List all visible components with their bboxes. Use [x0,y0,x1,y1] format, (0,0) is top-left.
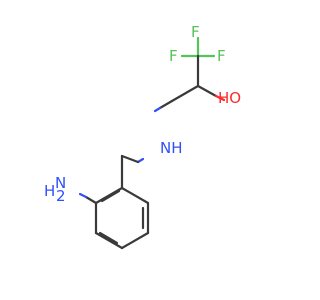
ring-bond-3 [120,231,150,250]
atom-f-top: F [191,23,200,41]
ring-bond-6 [94,186,124,205]
bond-nh2-part [78,192,88,199]
bond-n-part-1 [153,106,162,113]
bond-n-ch2 [120,154,140,164]
ring-double-3 [100,189,121,203]
ring-bond-4 [94,231,124,250]
atom-nh2-h: H [44,182,55,200]
structure-diagram: F F F HO NH H N 2 [44,23,241,250]
bond-choh-ch2 [170,84,200,103]
bond-ring-nh2 [84,195,98,205]
atom-amine-nh: NH [160,139,183,157]
atom-nh2-subscript: 2 [56,187,66,205]
atom-f-left: F [169,47,178,65]
atom-hydroxyl: HO [218,89,241,107]
ring-bond-1 [120,186,150,205]
atom-nh2-n: N [55,174,66,192]
bond-c-o [196,84,218,98]
atom-f-right: F [217,47,226,65]
molecule-canvas: F F F HO NH H N 2 [44,23,241,250]
bond-o-part [214,94,226,102]
ring-double-2 [98,231,119,245]
bond-ch2-n [158,99,174,110]
